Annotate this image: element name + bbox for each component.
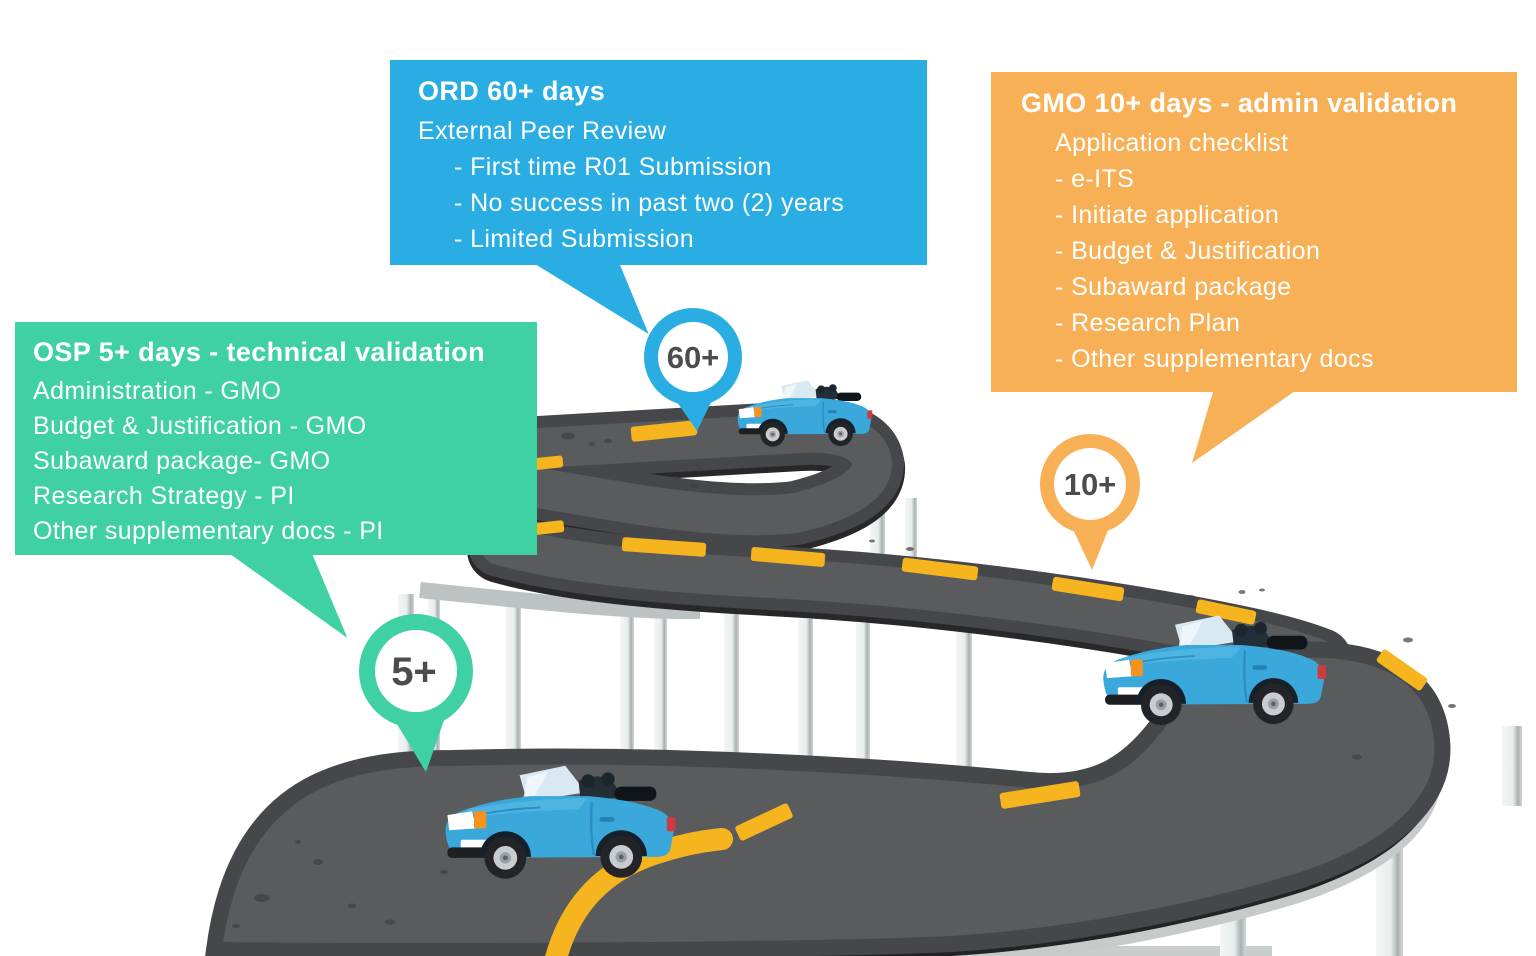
callout-gmo: GMO 10+ days - admin validation Applicat… <box>991 72 1517 392</box>
callout-osp-line: Administration - GMO <box>33 377 282 405</box>
callout-gmo-bullet: - Initiate application <box>1055 201 1280 229</box>
callout-gmo-bullet: - e-ITS <box>1055 165 1135 193</box>
callout-osp-line: Budget & Justification - GMO <box>33 412 367 440</box>
callout-osp-line: Subaward package- GMO <box>33 447 331 475</box>
center-line-dash <box>528 455 564 471</box>
center-line-dash <box>1051 576 1125 602</box>
pillar <box>1502 726 1522 806</box>
callout-ord-bullet: - No success in past two (2) years <box>454 189 845 217</box>
callout-gmo-bullet: - Other supplementary docs <box>1055 345 1374 373</box>
callout-ord-subtitle: External Peer Review <box>418 117 667 145</box>
center-line-dash <box>735 803 793 841</box>
center-line-dash <box>1376 649 1428 691</box>
map-pin-60-icon: 60+ <box>644 308 742 431</box>
center-line-dash <box>901 557 979 581</box>
callout-osp: OSP 5+ days - technical validation Admin… <box>15 322 537 555</box>
center-line-dash <box>999 781 1081 809</box>
callout-ord-bullet: - Limited Submission <box>454 225 695 253</box>
center-line-dash <box>621 537 707 557</box>
callout-gmo-bullet: - Research Plan <box>1055 309 1241 337</box>
callout-ord-bullet: - First time R01 Submission <box>454 153 772 181</box>
map-pin-5-icon: 5+ <box>359 614 473 772</box>
center-line-dash <box>1195 599 1257 625</box>
road-bottom-segment <box>205 641 1451 956</box>
callout-gmo-bullet: - Subaward package <box>1055 273 1292 301</box>
pin-60-label: 60+ <box>667 340 720 375</box>
center-line-dash <box>750 547 826 567</box>
callout-gmo-title: GMO 10+ days - admin validation <box>1021 88 1458 118</box>
road-speckles <box>232 432 1456 928</box>
center-line-dash <box>630 420 698 442</box>
callout-ord: ORD 60+ days External Peer Review - Firs… <box>390 60 927 265</box>
callout-osp-line: Other supplementary docs - PI <box>33 517 384 545</box>
callout-ord-title: ORD 60+ days <box>418 76 606 106</box>
callout-gmo-bullet: - Budget & Justification <box>1055 237 1321 265</box>
pin-5-label: 5+ <box>391 650 437 694</box>
pillar <box>956 632 972 810</box>
callout-osp-title: OSP 5+ days - technical validation <box>33 337 486 367</box>
map-pin-10-icon: 10+ <box>1040 434 1140 570</box>
callout-gmo-subtitle: Application checklist <box>1055 129 1289 157</box>
pin-10-label: 10+ <box>1064 467 1117 502</box>
callout-osp-line: Research Strategy - PI <box>33 482 295 510</box>
pillar <box>905 498 917 574</box>
